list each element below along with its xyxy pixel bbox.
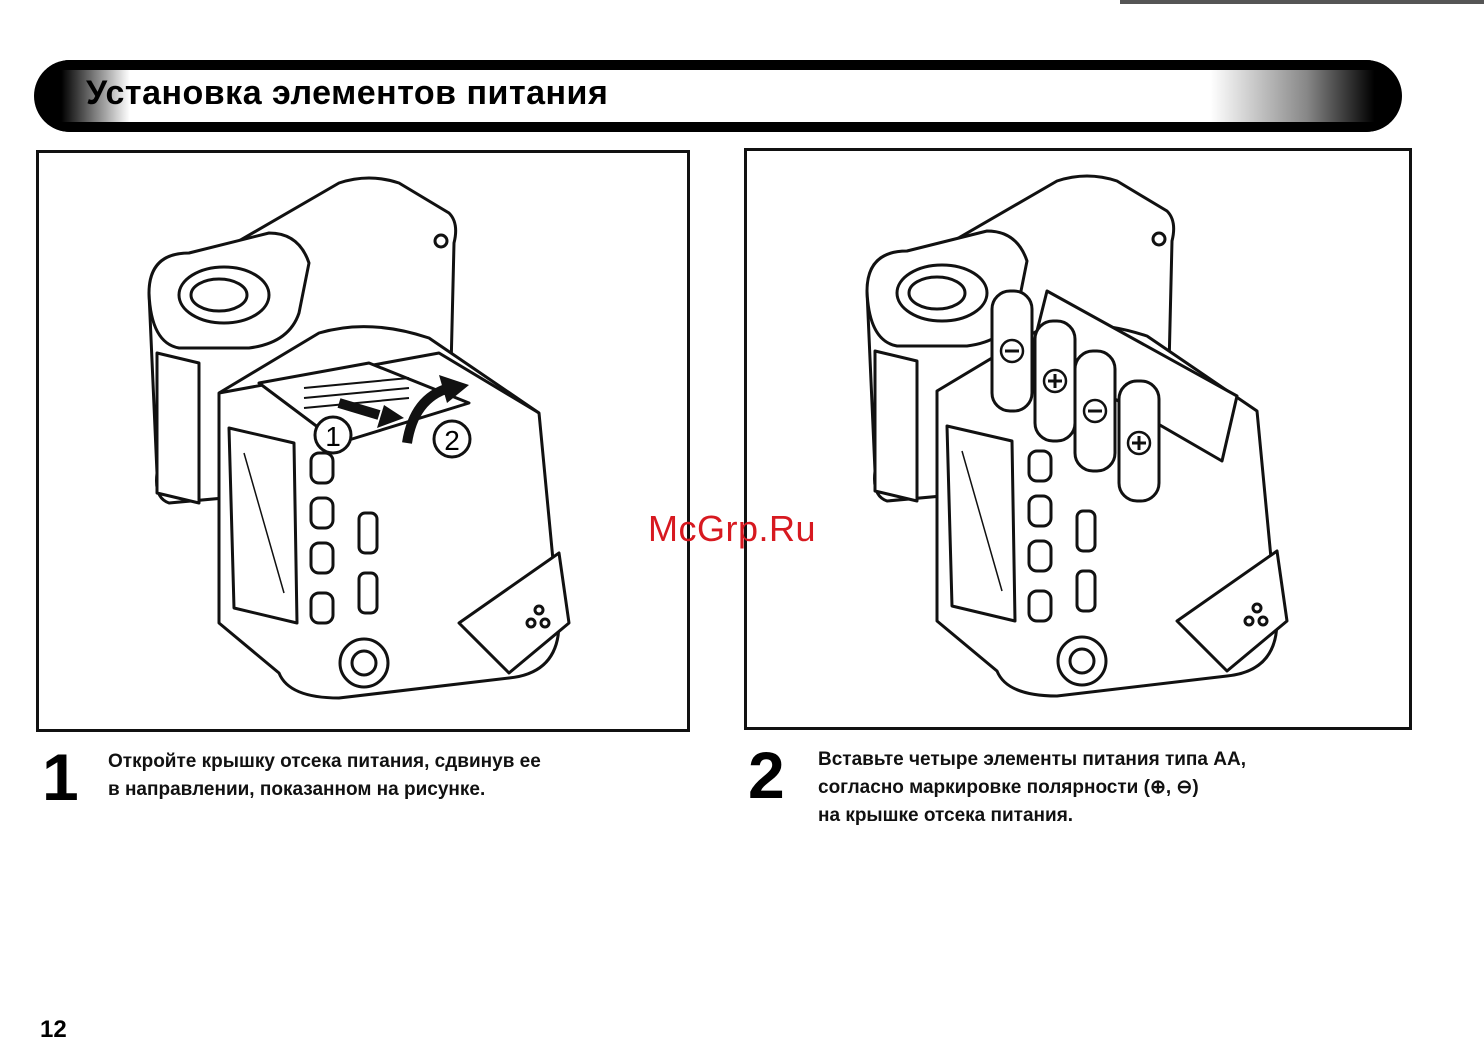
watermark: McGrp.Ru: [648, 508, 816, 550]
minus-terminal-icon: [1001, 340, 1023, 362]
page-number: 12: [40, 1016, 67, 1044]
step-2-instructions: Вставьте четыре элементы питания типа AA…: [818, 746, 1418, 830]
illustration-insert-batteries: [744, 148, 1412, 730]
flash-unit-drawing-1: 1 2: [39, 153, 687, 729]
step-number-1: 1: [42, 744, 79, 810]
step-2-line-1: Вставьте четыре элементы питания типа AA…: [818, 746, 1418, 774]
step-1-line-2: в направлении, показанном на рисунке.: [108, 776, 668, 804]
callout-1: 1: [315, 417, 351, 453]
step-number-2: 2: [748, 742, 785, 808]
callout-2: 2: [434, 421, 470, 457]
step-1-instructions: Откройте крышку отсека питания, сдвинув …: [108, 748, 668, 804]
step-2-line-3: на крышке отсека питания.: [818, 802, 1418, 830]
minus-terminal-icon: [1084, 400, 1106, 422]
svg-text:1: 1: [325, 421, 341, 452]
top-rule: [1120, 0, 1484, 4]
plus-terminal-icon: [1128, 432, 1150, 454]
step-2-line-2: согласно маркировке полярности (⊕, ⊖): [818, 774, 1418, 802]
plus-terminal-icon: [1044, 370, 1066, 392]
step-1-line-1: Откройте крышку отсека питания, сдвинув …: [108, 748, 668, 776]
illustration-open-cover: 1 2: [36, 150, 690, 732]
flash-unit-drawing-2: [747, 151, 1409, 727]
svg-text:2: 2: [444, 425, 460, 456]
page-title: Установка элементов питания: [86, 74, 608, 113]
